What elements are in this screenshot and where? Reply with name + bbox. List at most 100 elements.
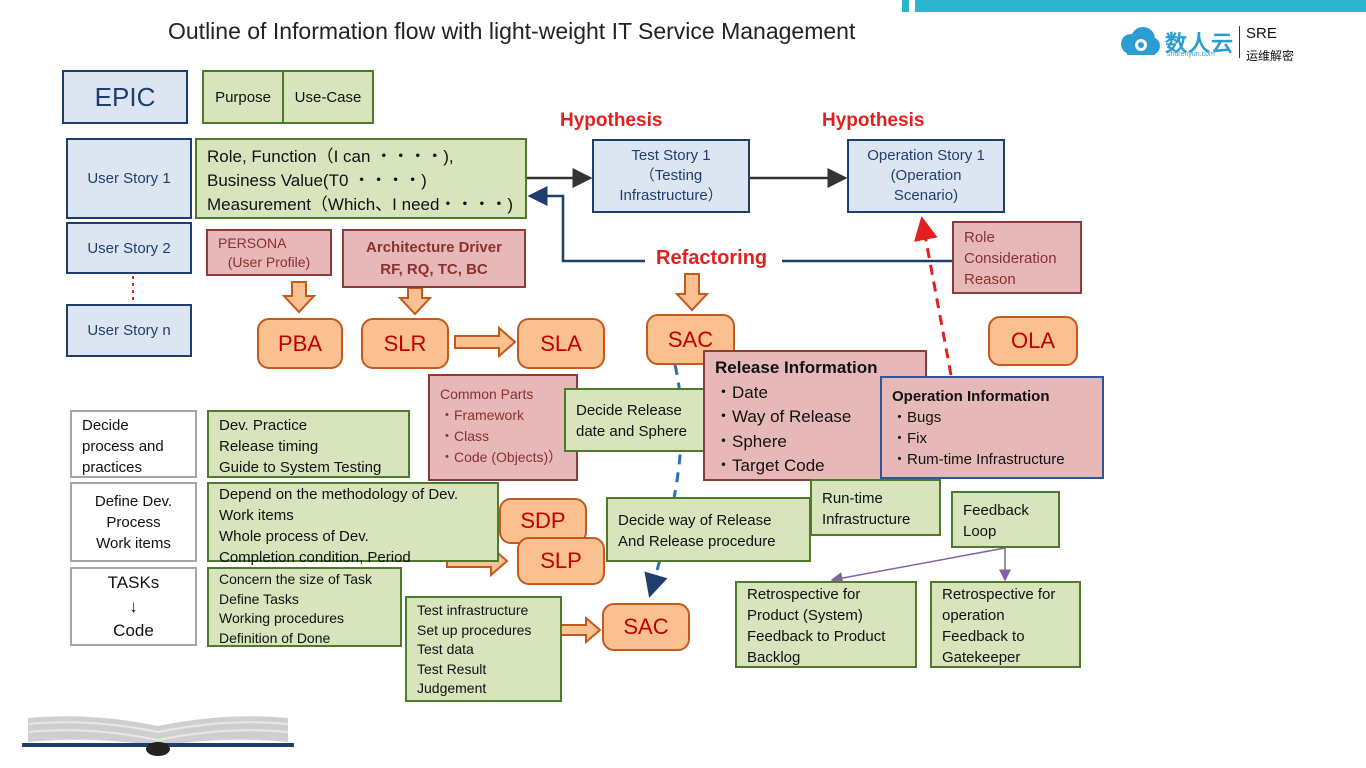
retro-product-line: Feedback to Product	[747, 628, 886, 645]
sdp-node: SDP	[499, 498, 587, 544]
common-parts-item: ・Class	[440, 428, 490, 444]
methodology-line: Work items	[219, 507, 294, 524]
operation-info-item: ・Rum-time Infrastructure	[892, 451, 1065, 468]
operation-info-item: ・Fix	[892, 430, 927, 447]
retro-operation-box: Retrospective for operation Feedback to …	[930, 581, 1081, 668]
accent-bar-tick	[902, 0, 909, 12]
persona-title: PERSONA	[218, 234, 287, 251]
operation-story-line: Operation Story 1	[867, 147, 985, 164]
release-info-item: ・Target Code	[715, 456, 825, 475]
purpose-box: Purpose	[202, 70, 284, 124]
retro-product-line: Retrospective for	[747, 586, 861, 603]
common-parts-item: ・Code (Objects)）	[440, 449, 563, 465]
concern-line: Concern the size of Task	[219, 571, 373, 587]
decide-way-line: Decide way of Release	[618, 512, 772, 529]
concern-line: Define Tasks	[219, 590, 299, 607]
decide-way-box: Decide way of Release And Release proced…	[606, 497, 811, 562]
role-reason-box: Role Consideration Reason	[952, 221, 1082, 294]
arrow-arch-down	[397, 287, 433, 316]
test-infra-line: Judgement	[417, 680, 487, 696]
decide-process-line: practices	[82, 459, 143, 476]
arrow-refactoring-loop	[527, 186, 645, 263]
define-dev-box: Define Dev. Process Work items	[70, 482, 197, 562]
retro-operation-line: Feedback to	[942, 628, 1025, 645]
release-info-item: ・Sphere	[715, 431, 787, 451]
common-parts-item: ・Framework	[440, 407, 525, 423]
logo-divider	[1239, 26, 1240, 58]
accent-bar	[915, 0, 1366, 12]
retro-operation-line: Retrospective for	[942, 586, 1056, 603]
hypothesis-label-1: Hypothesis	[560, 110, 663, 131]
arrow-feedback-product	[830, 547, 1006, 584]
test-infra-box: Test infrastructure Set up procedures Te…	[405, 596, 562, 702]
concern-box: Concern the size of Task Define Tasks Wo…	[207, 567, 402, 647]
common-parts-box: Common Parts ・Framework ・Class ・Code (Ob…	[428, 374, 578, 481]
persona-subtitle: (User Profile)	[227, 253, 311, 270]
down-arrow-icon: ↓	[129, 596, 138, 616]
operation-info-title: Operation Information	[892, 388, 1050, 405]
story-detail-box: Role, Function（I can ・・・・), Business Val…	[195, 138, 527, 219]
test-infra-line: Test infrastructure	[417, 602, 529, 618]
methodology-line: Depend on the methodology of Dev.	[219, 486, 459, 503]
define-dev-line: Process	[106, 513, 161, 531]
feedback-loop-line: Feedback	[963, 502, 1029, 519]
operation-story-line: Scenario)	[893, 187, 959, 204]
logo-url: shurenyun.com	[1167, 51, 1215, 58]
test-story-box: Test Story 1 （Testing Infrastructure）	[592, 139, 750, 213]
operation-information-box: Operation Information ・Bugs ・Fix ・Rum-ti…	[880, 376, 1104, 479]
test-story-line: （Testing	[639, 167, 703, 184]
pba-node: PBA	[257, 318, 343, 369]
tasks-line: Code	[113, 620, 154, 640]
logo-tag: SRE	[1246, 25, 1277, 42]
concern-line: Working procedures	[219, 610, 345, 626]
methodology-box: Depend on the methodology of Dev. Work i…	[207, 482, 499, 566]
define-dev-line: Work items	[96, 534, 171, 552]
common-parts-title: Common Parts	[440, 386, 534, 402]
test-infra-line: Test Result	[417, 660, 487, 677]
runtime-infra-line: Run-time	[822, 490, 883, 507]
test-infra-line: Test data	[417, 641, 474, 657]
methodology-line: Completion condition, Period	[219, 549, 411, 566]
release-info-title: Release Information	[715, 358, 878, 377]
test-infra-line: Set up procedures	[417, 621, 532, 638]
ola-node: OLA	[988, 316, 1078, 366]
persona-box: PERSONA (User Profile)	[206, 229, 332, 276]
decide-release-line: date and Sphere	[576, 423, 687, 440]
role-reason-line: Consideration	[964, 250, 1057, 267]
logo-subtitle: 运维解密	[1246, 49, 1295, 63]
slide-title: Outline of Information flow with light-w…	[168, 18, 856, 44]
retro-product-line: Product (System)	[747, 607, 863, 624]
user-story-1: User Story 1	[66, 138, 192, 219]
arrow-persona-down	[281, 281, 317, 314]
operation-story-box: Operation Story 1 (Operation Scenario)	[847, 139, 1005, 213]
refactoring-label: Refactoring	[656, 247, 768, 269]
story-detail-line: Role, Function（I can ・・・・),	[207, 147, 454, 166]
hypothesis-label-2: Hypothesis	[822, 110, 925, 131]
story-detail-line: Measurement（Which、I need・・・・)	[207, 195, 514, 214]
user-story-n: User Story n	[66, 304, 192, 357]
operation-info-item: ・Bugs	[892, 409, 942, 426]
arrow-slr-to-sla	[454, 325, 517, 359]
retro-product-box: Retrospective for Product (System) Feedb…	[735, 581, 917, 668]
slp-node: SLP	[517, 537, 605, 585]
feedback-loop-box: Feedback Loop	[951, 491, 1060, 548]
arrow-refactor-down	[674, 273, 710, 312]
operation-story-line: (Operation	[890, 167, 962, 184]
dev-practice-line: Release timing	[219, 438, 319, 455]
retro-product-line: Backlog	[747, 649, 801, 666]
use-case-box: Use-Case	[282, 70, 374, 124]
role-reason-line: Reason	[964, 271, 1016, 288]
cloud-logo-icon	[1121, 27, 1160, 55]
open-book-icon	[22, 716, 294, 756]
role-reason-line: Role	[964, 229, 995, 246]
decide-way-line: And Release procedure	[618, 533, 776, 550]
arch-driver-title: Architecture Driver	[366, 238, 502, 256]
logo-name: 数人云	[1165, 31, 1235, 56]
arrow-red-dashed	[914, 216, 953, 376]
slr-node: SLR	[361, 318, 449, 369]
release-info-item: ・Date	[715, 382, 768, 402]
epic-box: EPIC	[62, 70, 188, 124]
release-info-item: ・Way of Release	[715, 407, 852, 426]
test-story-line: Infrastructure）	[619, 187, 723, 204]
dev-practice-box: Dev. Practice Release timing Guide to Sy…	[207, 410, 410, 478]
